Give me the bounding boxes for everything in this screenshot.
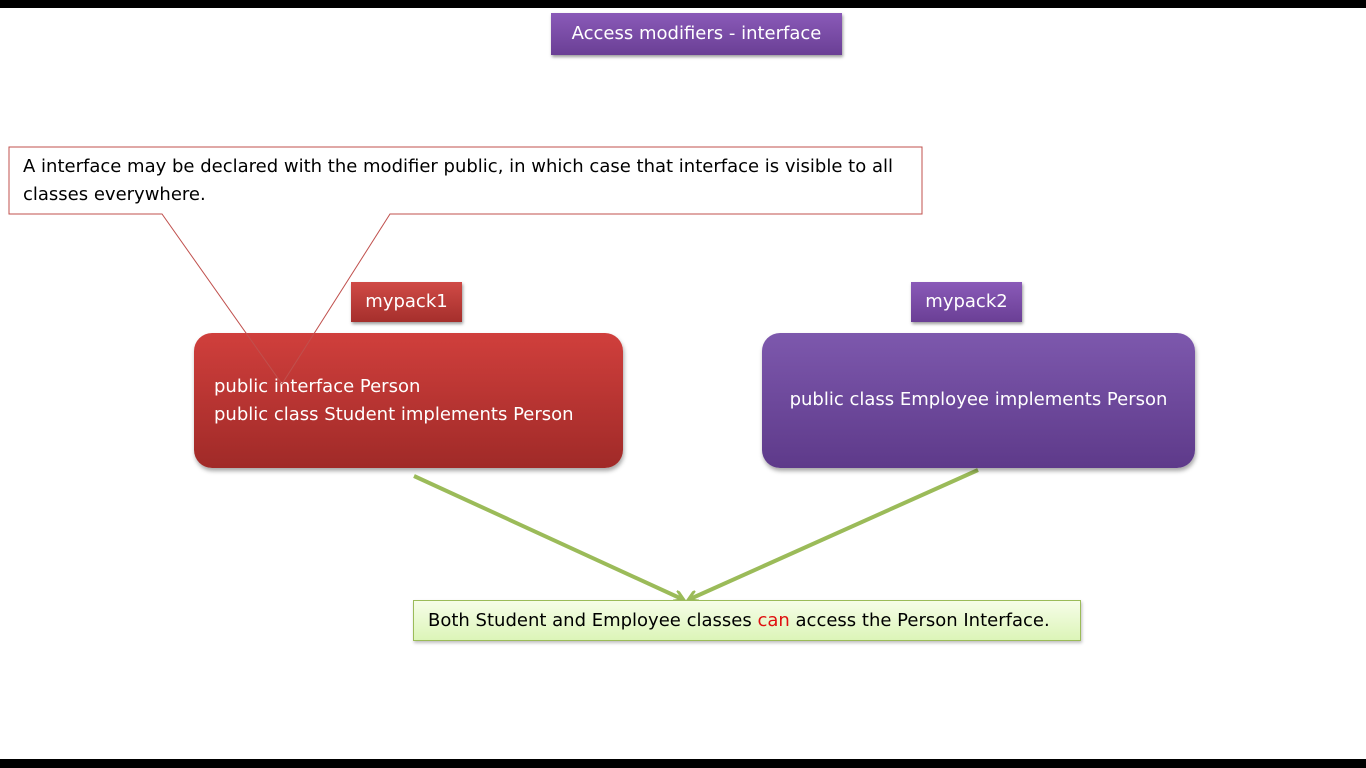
package-box-mypack2: public class Employee implements Person xyxy=(762,333,1195,468)
result-highlight-word: can xyxy=(757,610,790,631)
result-text-start: Both Student and Employee classes xyxy=(428,610,758,631)
result-box: Both Student and Employee classes can ac… xyxy=(413,600,1081,641)
package-label-mypack2: mypack2 xyxy=(911,282,1022,322)
code-line-class-student: public class Student implements Person xyxy=(214,404,574,425)
arrow-mypack2-to-result xyxy=(690,468,979,599)
slide-title: Access modifiers - interface xyxy=(551,13,842,55)
code-line-interface-person: public interface Person xyxy=(214,376,421,397)
code-line-class-employee: public class Employee implements Person xyxy=(789,389,1168,410)
package-label-mypack1: mypack1 xyxy=(351,282,462,322)
slide: Access modifiers - interface mypack1 myp… xyxy=(0,8,1366,759)
arrow-mypack1-to-result xyxy=(413,474,682,599)
callout-text: A interface may be declared with the mod… xyxy=(23,156,893,205)
diagram-connectors xyxy=(413,468,979,759)
package-box-mypack1: public interface Person public class Stu… xyxy=(194,333,623,468)
package-content: public interface Person public class Stu… xyxy=(214,373,574,429)
result-text-end: access the Person Interface. xyxy=(789,610,1050,631)
